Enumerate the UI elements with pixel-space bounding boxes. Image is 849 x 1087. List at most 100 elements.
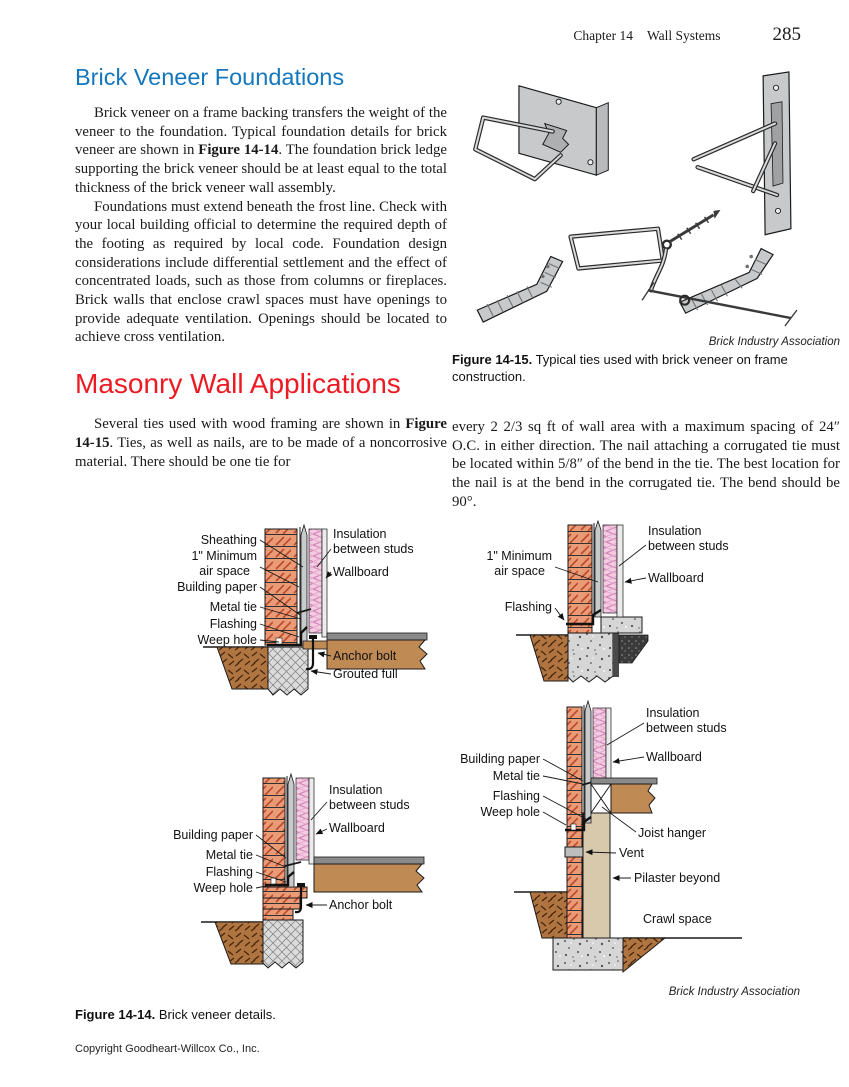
anchor-bolt: [294, 887, 303, 914]
label-pilaster-beyond: Pilaster beyond: [634, 871, 720, 885]
leader-line: [542, 758, 584, 782]
chapter-title: Wall Systems: [646, 28, 721, 43]
wallboard: [321, 528, 328, 638]
paragraph-3-text: Several ties used with wood framing are …: [94, 416, 406, 433]
label-metal-tie: Metal tie: [210, 600, 257, 614]
paragraph-3: Several ties used with wood framing are …: [75, 415, 447, 471]
label-joist-hanger: Joist hanger: [638, 826, 706, 840]
leader-line: [606, 722, 645, 746]
leader-line: [316, 548, 332, 568]
insulation-batt: [295, 777, 310, 861]
sheathing: [594, 520, 602, 618]
copyright-line: Copyright Goodheart-Willcox Co., Inc.: [75, 1043, 260, 1055]
leader-line: [259, 566, 300, 588]
brick-ledge-course-2: [262, 897, 301, 910]
foundation-stem: [567, 632, 614, 683]
insulation-batt: [592, 707, 607, 779]
leader-line: [315, 828, 328, 835]
figure-14-15-caption-label: Figure 14-15.: [452, 352, 533, 367]
wallboard: [605, 707, 612, 784]
figure-14-15-ties-illustration: [473, 71, 798, 327]
figure-14-14-detail-3: Building paper Metal tie Flashing Weep h…: [173, 772, 425, 969]
figure-14-14-caption: Figure 14-14. Brick veneer details.: [75, 1007, 575, 1024]
soil-right: [622, 937, 667, 974]
subfloor: [590, 777, 658, 785]
leader-line: [259, 539, 304, 568]
leader-line: [618, 544, 647, 567]
anchor-bolt-nut: [297, 883, 305, 887]
label-wallboard: Wallboard: [646, 750, 702, 764]
sill-plate: [302, 640, 328, 650]
label-between-studs: between studs: [646, 721, 727, 735]
label-wallboard: Wallboard: [329, 821, 385, 835]
foundation-keyway: [613, 633, 619, 677]
label-insulation: Insulation: [333, 527, 387, 541]
label-metal-tie: Metal tie: [493, 769, 540, 783]
wallboard: [308, 777, 315, 865]
label-crawl-space: Crawl space: [643, 912, 712, 926]
label-weep-hole: Weep hole: [193, 881, 253, 895]
label-sheathing: Sheathing: [201, 533, 257, 547]
slab: [600, 616, 643, 634]
right-column: Brick Industry Association Figure 14-15.…: [452, 62, 840, 512]
label-weep-hole: Weep hole: [197, 633, 257, 647]
soil: [529, 634, 569, 682]
compacted-fill: [618, 634, 649, 664]
flashing: [566, 608, 602, 626]
leader-line: [255, 834, 287, 859]
figure-14-14-detail-4: Building paper Metal tie Flashing Weep h…: [460, 699, 742, 974]
figure-14-14-reference: Figure 14-14: [198, 142, 279, 159]
sheathing: [287, 772, 295, 888]
anchor-bolt: [305, 639, 315, 671]
figure-14-15-reference: Figure 14-15: [75, 416, 447, 451]
leader-line: [612, 756, 645, 764]
leader-line: [554, 566, 599, 583]
label-vent: Vent: [619, 846, 645, 860]
leader-line: [310, 801, 328, 821]
anchor-bolt-nut: [309, 635, 317, 639]
tie-wire-loop-with-screw: [568, 209, 721, 293]
label-air-space: air space: [199, 564, 250, 578]
brick-veneer: [566, 706, 583, 939]
label-building-paper: Building paper: [177, 580, 257, 594]
label-flashing: Flashing: [206, 865, 253, 879]
leader-line: [310, 668, 332, 675]
vent: [564, 846, 584, 858]
floor-joist: [326, 639, 428, 670]
figure-14-15-caption: Figure 14-15. Typical ties used with bri…: [452, 352, 840, 385]
figure-14-14-caption-text: Brick veneer details.: [155, 1007, 276, 1022]
label-wallboard: Wallboard: [333, 565, 389, 579]
figure-14-14-caption-label: Figure 14-14.: [75, 1007, 156, 1022]
left-column: Brick Veneer Foundations Brick veneer on…: [75, 64, 447, 471]
footing: [552, 937, 624, 971]
leader-line: [259, 639, 280, 643]
label-anchor-bolt: Anchor bolt: [329, 898, 393, 912]
label-1in-minimum: 1" Minimum: [486, 549, 552, 563]
leader-line: [317, 651, 332, 658]
joist-hanger-cross: [590, 783, 612, 814]
label-grouted-full: Grouted full: [333, 667, 398, 681]
heading-brick-veneer-foundations: Brick Veneer Foundations: [75, 64, 345, 90]
leader-line: [601, 806, 637, 833]
sheathing: [300, 523, 308, 646]
label-between-studs: between studs: [648, 539, 729, 553]
chapter-number: Chapter 14: [573, 28, 633, 43]
figure-14-14-credit: Brick Industry Association: [668, 986, 800, 998]
label-flashing: Flashing: [210, 617, 257, 631]
leader-line: [255, 854, 287, 868]
flashing: [265, 871, 295, 887]
insulation-batt: [308, 528, 323, 634]
flashing: [267, 626, 308, 647]
figure-14-15-caption-text: Typical ties used with brick veneer on f…: [452, 352, 788, 384]
tie-vertical-plate-wire-triangle: [691, 71, 792, 236]
label-1in-minimum: 1" Minimum: [191, 549, 257, 563]
label-insulation: Insulation: [648, 524, 702, 538]
label-between-studs: between studs: [329, 798, 410, 812]
paragraph-4: every 2 2/3 sq ft of wall area with a ma…: [452, 419, 840, 510]
label-anchor-bolt: Anchor bolt: [333, 649, 397, 663]
foundation-wall: [262, 919, 304, 969]
leader-line: [585, 849, 617, 856]
soil-left: [529, 891, 568, 939]
label-wallboard: Wallboard: [648, 571, 704, 585]
